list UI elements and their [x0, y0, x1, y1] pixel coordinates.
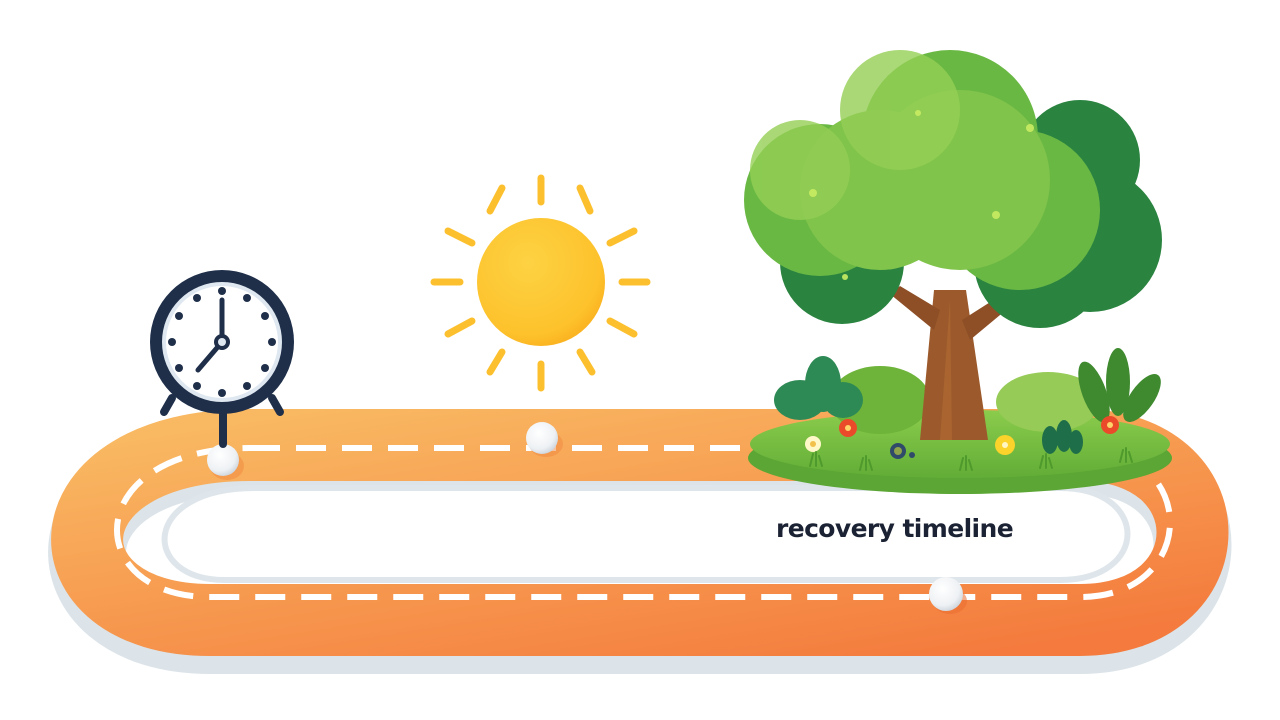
tree-icon: [744, 50, 1172, 494]
sun-icon: [430, 174, 651, 392]
flower-red: [839, 419, 857, 437]
flower-white: [805, 436, 821, 452]
milestone-marker-start: [207, 444, 244, 480]
snail-icon: [890, 443, 915, 459]
diagram-title: recovery timeline: [776, 514, 1014, 543]
flower-yellow: [995, 435, 1015, 455]
timeline-track: [48, 409, 1232, 674]
clock-icon: [150, 270, 294, 448]
flower-red: [1101, 416, 1119, 434]
milestone-marker-end: [929, 577, 967, 614]
milestone-marker-day: [526, 422, 563, 457]
